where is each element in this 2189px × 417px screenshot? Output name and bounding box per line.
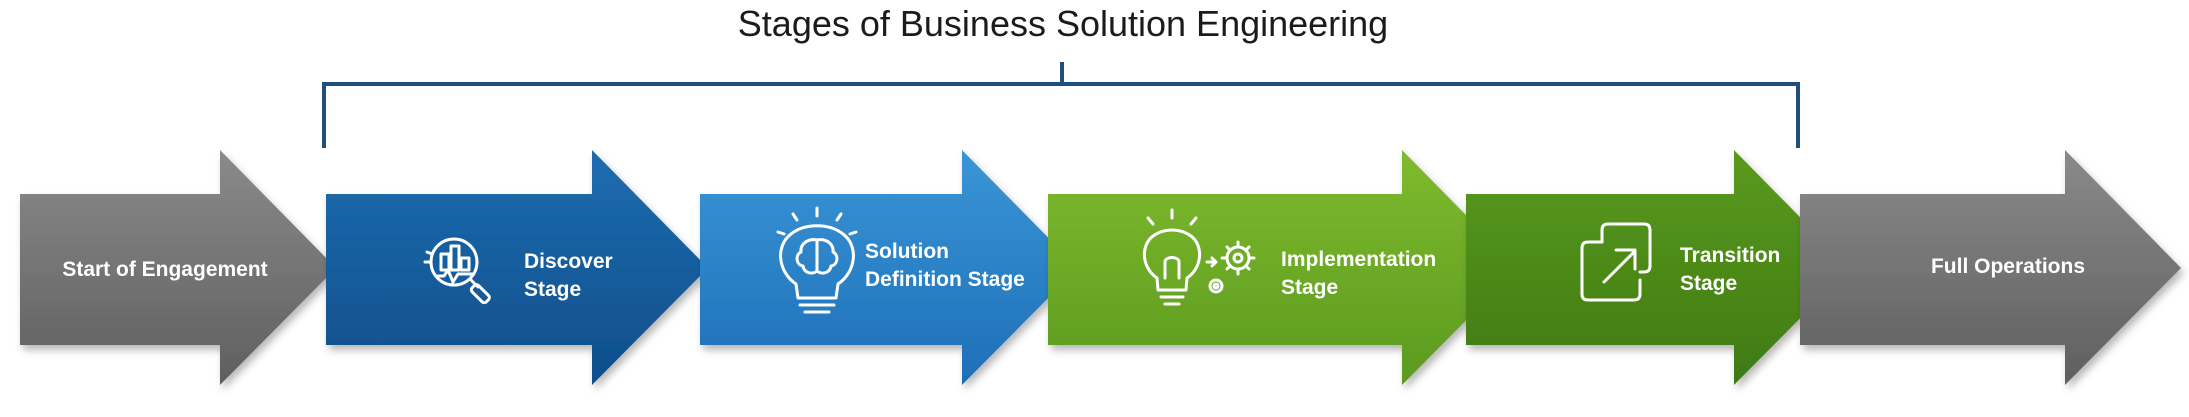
stage-arrow bbox=[326, 150, 708, 385]
stage-arrow bbox=[1800, 150, 2181, 385]
stage-label: Start of Engagement bbox=[62, 258, 267, 281]
stage-transition: Transition Stage bbox=[1466, 150, 1850, 385]
stage-label: Transition Stage bbox=[1680, 244, 1786, 295]
stage-solution-definition: Solution Definition Stage bbox=[700, 150, 1078, 385]
expand-arrow-icon bbox=[1580, 222, 1652, 302]
stage-implementation: Implementation Stage bbox=[1048, 150, 1518, 385]
magnifier-chart-icon bbox=[423, 237, 491, 305]
stage-arrow bbox=[1466, 150, 1850, 385]
stage-discover: Discover Stage bbox=[326, 150, 708, 385]
stage-label: Full Operations bbox=[1931, 255, 2085, 278]
stage-arrow bbox=[700, 150, 1078, 385]
stage-arrow bbox=[20, 150, 336, 385]
stage-label: Implementation Stage bbox=[1281, 248, 1442, 299]
page-title: Stages of Business Solution Engineering bbox=[738, 3, 1388, 44]
stage-label: Solution Definition Stage bbox=[865, 240, 1025, 291]
lightbulb-gears-icon bbox=[1143, 208, 1256, 306]
lightbulb-brain-icon bbox=[776, 206, 858, 314]
stages-bracket bbox=[322, 62, 1800, 148]
stage-arrow bbox=[1048, 150, 1518, 385]
stage-full-operations: Full Operations bbox=[1800, 150, 2181, 385]
stage-label: Discover Stage bbox=[524, 250, 619, 301]
stage-start-of-engagement: Start of Engagement bbox=[20, 150, 336, 385]
